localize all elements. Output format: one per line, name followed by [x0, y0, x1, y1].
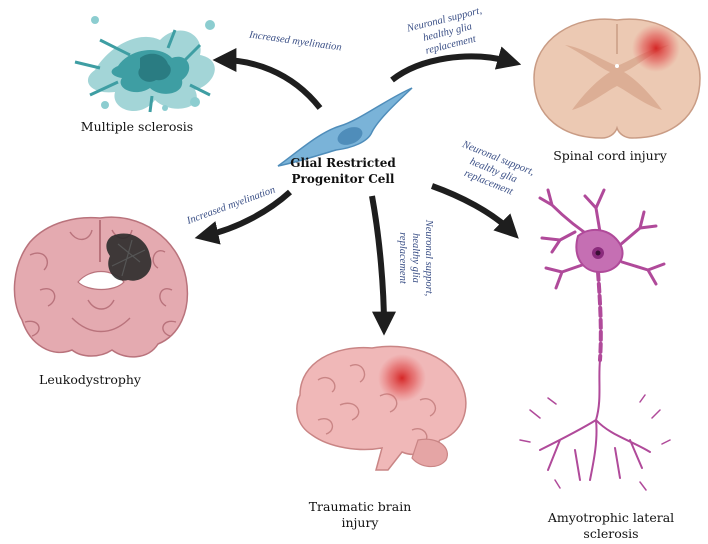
leukodystrophy-illustration: [13, 216, 189, 358]
label-als-line2: sclerosis: [583, 526, 638, 541]
label-als-line1: Amyotrophic lateral: [547, 510, 674, 525]
neuron-nucleolus: [595, 250, 601, 256]
arrow-label-tbi-line2: healthy glia: [410, 233, 421, 283]
arrow-label-leuko: Increased myelination: [185, 185, 277, 228]
arrow-to-ms: [212, 48, 323, 110]
arrow-label-tbi-line1: Neuronal support,: [423, 219, 434, 297]
arrow-to-leuko: [194, 189, 293, 245]
label-tbi-line2: injury: [341, 515, 379, 530]
arrow-label-tbi-line3: replacement: [397, 232, 408, 285]
glial-progenitor-cell-illustration: [277, 87, 413, 167]
arrow-to-tbi: [369, 195, 396, 336]
center-label-line2: Progenitor Cell: [291, 172, 394, 186]
arrow-label-sci: Neuronal support, healthy glia replaceme…: [405, 5, 483, 56]
label-tbi-line1: Traumatic brain: [309, 499, 412, 514]
multiple-sclerosis-illustration: [74, 16, 215, 113]
label-spinal-cord-injury: Spinal cord injury: [553, 148, 667, 163]
arrow-to-als: [430, 183, 519, 239]
als-neuron-illustration: [519, 188, 671, 491]
arrow-label-tbi: Neuronal support, healthy glia replaceme…: [397, 219, 434, 297]
traumatic-brain-illustration: [296, 345, 467, 471]
label-multiple-sclerosis: Multiple sclerosis: [81, 119, 193, 134]
center-label-line1: Glial Restricted: [290, 156, 396, 170]
arrow-label-ms: Increased myelination: [247, 29, 342, 53]
arrow-to-sci: [390, 46, 522, 83]
arrow-label-als: Neuronal support, healthy glia replaceme…: [460, 139, 536, 198]
spinal-cord-illustration: [533, 18, 701, 139]
label-leukodystrophy: Leukodystrophy: [39, 372, 142, 387]
